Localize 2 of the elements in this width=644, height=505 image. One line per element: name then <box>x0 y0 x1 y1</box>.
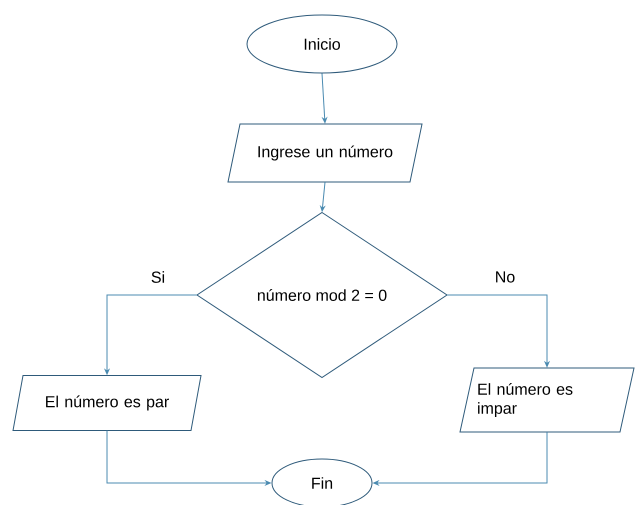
edge-label: No <box>494 270 516 284</box>
edge-label: Si <box>150 270 166 284</box>
